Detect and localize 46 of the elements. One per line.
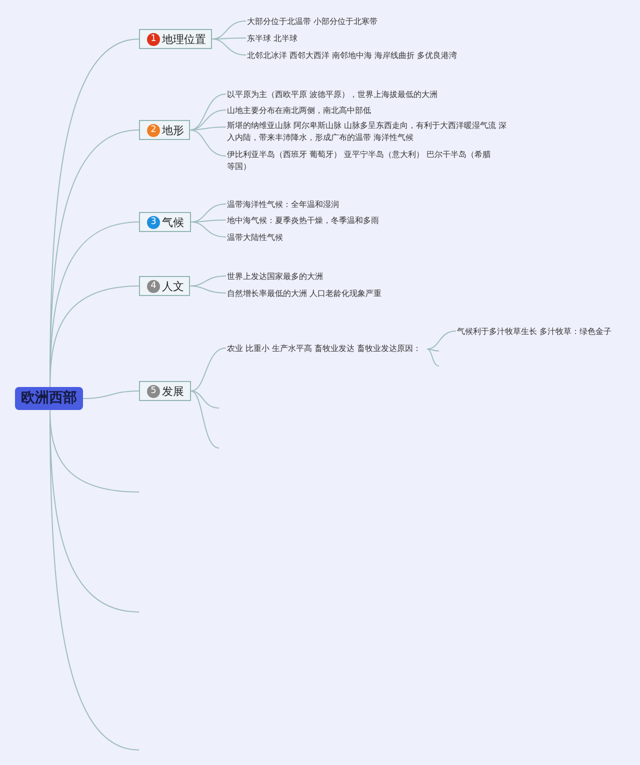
topic-title: 发展 [162, 384, 184, 398]
branch-text: 温带大陆性气候 [227, 230, 283, 246]
branch-text: 北邻北冰洋 西邻大西洋 南邻地中海 海岸线曲折 多优良港湾 [247, 48, 458, 64]
branch-text: 山地主要分布在南北两侧，南北高中部低 [227, 103, 371, 119]
branch-text: 气候利于多汁牧草生长 多汁牧草：绿色金子 [457, 324, 612, 340]
branch-line [426, 330, 456, 350]
branch-line [82, 390, 140, 399]
branch-line [190, 286, 226, 294]
branch-text: 伊比利亚半岛（西班牙 葡萄牙） 亚平宁半岛（意大利） 巴尔干半岛（希腊等国） [227, 149, 497, 173]
central-topic: 欧洲西部 [15, 387, 83, 410]
topic-box [139, 120, 190, 140]
branch-line [190, 110, 226, 130]
number-badge: 2 [147, 124, 160, 136]
branch-text: 以平原为主（西欧平原 波德平原），世界上海拔最低的大洲 [227, 87, 438, 103]
topic-title: 地理位置 [162, 32, 206, 46]
branch-line [50, 286, 140, 388]
branch-text: 地中海气候：夏季炎热干燥，冬季温和多雨 [227, 213, 379, 229]
branch-line [426, 348, 440, 366]
branch-line [190, 390, 220, 408]
number-badge: 5 [147, 384, 160, 398]
topic-box [139, 29, 212, 49]
topic-title: 人文 [162, 278, 184, 294]
branch-text: 斯堪的纳维亚山脉 阿尔卑斯山脉 山脉多呈东西走向，有利于大西洋暖湿气流 深入内陆，带来丰沛降水，形成广布的温带 海洋性气候 [227, 120, 509, 144]
number-badge: 4 [147, 280, 160, 292]
branch-text: 东半球 北半球 [247, 31, 298, 47]
branch-text: 大部分位于北温带 小部分位于北寒带 [247, 14, 378, 30]
topic-title: 地形 [162, 122, 184, 138]
branch-text: 自然增长率最低的大洲 人口老龄化现象严重 [227, 286, 382, 302]
number-badge: 1 [147, 32, 160, 46]
topic-box [139, 212, 191, 232]
number-badge: 3 [147, 216, 160, 228]
branch-line [190, 94, 226, 130]
branch-line [190, 130, 226, 156]
branch-line [190, 126, 226, 130]
branch-text: 农业 比重小 生产水平高 畜牧业发达 畜牧业发达原因： [227, 341, 422, 357]
branch-text: 温带海洋性气候：全年温和湿润 [227, 197, 339, 213]
branch-line [190, 348, 226, 392]
branch-line [212, 38, 246, 56]
branch-line [190, 222, 226, 238]
branch-text: 世界上发达国家最多的大洲 [227, 269, 323, 285]
topic-title: 气候 [162, 214, 184, 230]
branch-line [212, 20, 246, 40]
branch-line [426, 348, 440, 352]
topic-box [139, 381, 191, 401]
branch-line [190, 390, 220, 448]
topic-box [139, 276, 190, 296]
